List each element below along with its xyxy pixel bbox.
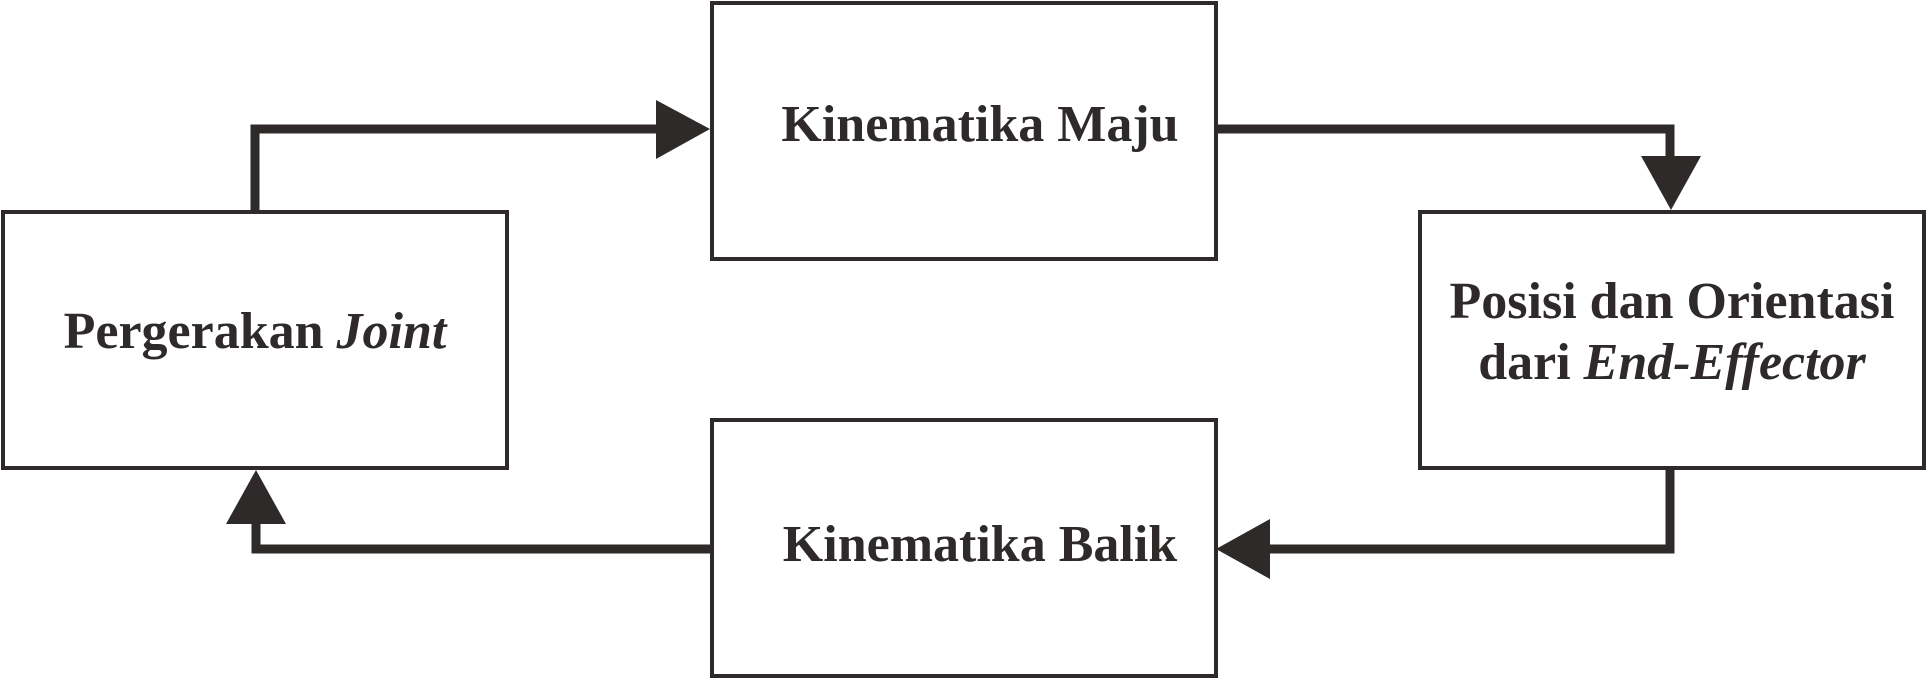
node-forward-box [710, 1, 1218, 261]
node-pose-label-line2-italic: End-Effector [1583, 334, 1867, 391]
node-forward-kinematics: Kinematika Maju [710, 1, 1218, 261]
arrowhead-down-icon [1641, 156, 1701, 210]
node-inverse-label: Kinematika Balik [783, 516, 1177, 573]
node-joint-label: Pergerakan Joint [64, 303, 448, 360]
arrowhead-up-icon [226, 470, 286, 524]
node-pose: Posisi dan Orientasi dari End-Effector [1418, 210, 1926, 470]
edge-inverse-to-joint [226, 470, 712, 554]
node-pose-label-line2-text: dari [1478, 334, 1583, 391]
node-joint: Pergerakan Joint [1, 210, 509, 470]
edge-pose-to-inverse-line [1266, 468, 1675, 554]
arrowhead-right-icon [656, 100, 710, 159]
arrowhead-left-icon [1216, 519, 1270, 579]
node-forward-label: Kinematika Maju [781, 96, 1178, 153]
node-inverse-kinematics: Kinematika Balik [710, 418, 1218, 678]
node-pose-label-line2: dari End-Effector [1478, 334, 1866, 391]
edge-joint-to-forward [250, 100, 710, 212]
edge-forward-to-pose-line [1216, 124, 1675, 160]
edge-pose-to-inverse [1216, 468, 1675, 579]
edge-joint-to-forward-line [250, 124, 660, 212]
node-pose-box [1418, 210, 1926, 470]
node-inverse-box [710, 418, 1218, 678]
edge-inverse-to-joint-line [251, 520, 712, 554]
node-joint-label-italic: Joint [336, 303, 448, 360]
node-joint-label-text: Pergerakan [64, 303, 337, 360]
node-pose-label-line1: Posisi dan Orientasi [1450, 273, 1895, 330]
node-joint-box [1, 210, 509, 470]
edge-forward-to-pose [1216, 124, 1701, 210]
